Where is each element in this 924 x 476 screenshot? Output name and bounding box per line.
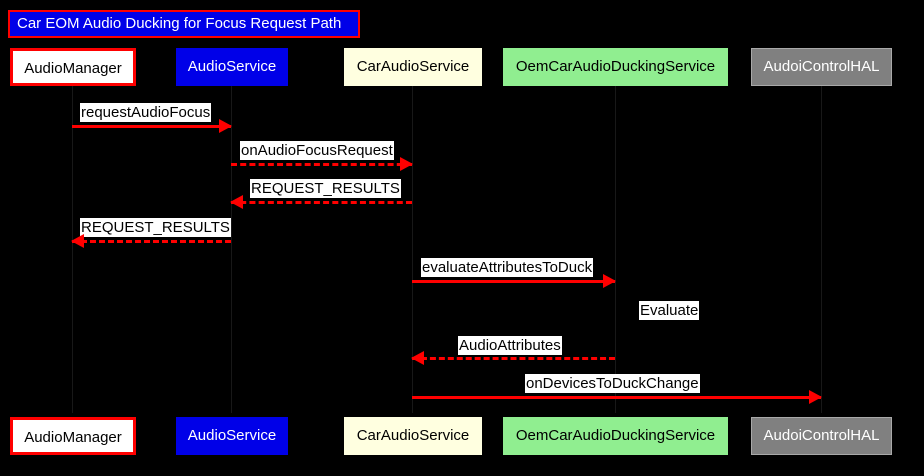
participant-label: AudioManager <box>24 60 122 77</box>
message-label-request-results-1: REQUEST_RESULTS <box>250 179 401 198</box>
note-label-evaluate: Evaluate <box>639 301 700 320</box>
participant-audoicontrolhal-bottom[interactable]: AudoiControlHAL <box>751 417 892 455</box>
participant-audioservice-top[interactable]: AudioService <box>176 48 288 86</box>
message-label-requestaudiofocus: requestAudioFocus <box>80 103 212 122</box>
arrow-head-left-icon <box>71 234 84 248</box>
lifeline-audioservice <box>231 86 232 413</box>
arrow-line <box>231 201 412 204</box>
message-label-audioattributes: AudioAttributes <box>458 336 562 355</box>
arrow-head-right-icon <box>603 274 616 288</box>
arrow-line <box>231 163 412 166</box>
participant-caraudioservice-bottom[interactable]: CarAudioService <box>344 417 482 455</box>
message-label-onaudiofocusrequest: onAudioFocusRequest <box>240 141 394 160</box>
lifeline-oemcaraudioduckingservice <box>615 86 616 413</box>
arrow-line <box>72 240 231 243</box>
participant-audiomanager-top[interactable]: AudioManager <box>10 48 136 86</box>
participant-label: AudoiControlHAL <box>763 58 880 75</box>
participant-caraudioservice-top[interactable]: CarAudioService <box>344 48 482 86</box>
arrow-head-right-icon <box>809 390 822 404</box>
diagram-title: Car EOM Audio Ducking for Focus Request … <box>8 10 360 38</box>
participant-audioservice-bottom[interactable]: AudioService <box>176 417 288 455</box>
participant-label: AudioService <box>187 58 277 75</box>
participant-label: AudoiControlHAL <box>763 427 880 444</box>
participant-oemcaraudioduckingservice-bottom[interactable]: OemCarAudioDuckingService <box>503 417 728 455</box>
participant-label: OemCarAudioDuckingService <box>515 427 716 444</box>
arrow-head-right-icon <box>400 157 413 171</box>
arrow-line <box>412 396 821 399</box>
participant-label: CarAudioService <box>356 427 470 444</box>
arrow-line <box>72 125 231 128</box>
participant-label: AudioManager <box>24 429 122 446</box>
participant-audiomanager-bottom[interactable]: AudioManager <box>10 417 136 455</box>
participant-label: AudioService <box>187 427 277 444</box>
arrow-head-left-icon <box>230 195 243 209</box>
message-label-request-results-2: REQUEST_RESULTS <box>80 218 231 237</box>
participant-oemcaraudioduckingservice-top[interactable]: OemCarAudioDuckingService <box>503 48 728 86</box>
lifeline-audoicontrolhal <box>821 86 822 413</box>
participant-audoicontrolhal-top[interactable]: AudoiControlHAL <box>751 48 892 86</box>
message-label-ondevicestoduckchange: onDevicesToDuckChange <box>525 374 700 393</box>
arrow-head-right-icon <box>219 119 232 133</box>
lifeline-caraudioservice <box>412 86 413 413</box>
arrow-line <box>412 357 615 360</box>
participant-label: OemCarAudioDuckingService <box>515 58 716 75</box>
arrow-head-left-icon <box>411 351 424 365</box>
participant-label: CarAudioService <box>356 58 470 75</box>
message-label-evaluateattributestoduck: evaluateAttributesToDuck <box>421 258 594 277</box>
arrow-line <box>412 280 615 283</box>
lifeline-audiomanager <box>72 86 73 413</box>
